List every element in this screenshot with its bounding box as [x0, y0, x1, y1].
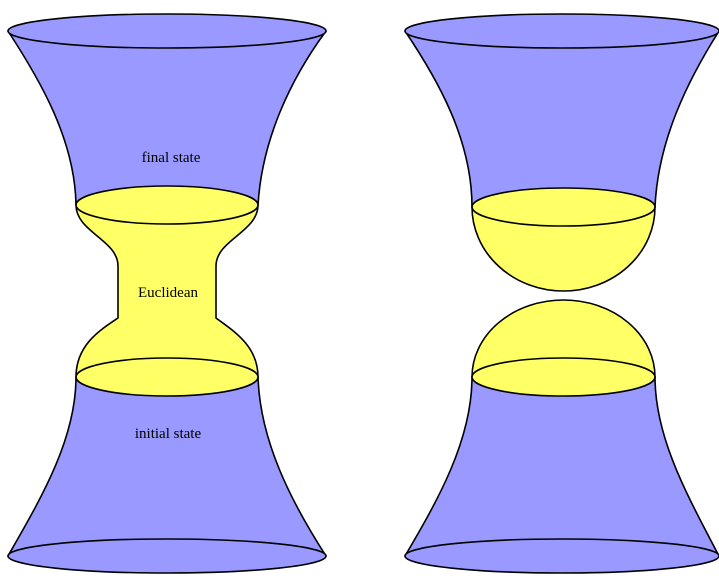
right-lower-cap-ellipse	[471, 357, 656, 397]
right-lower-hemisphere-cap	[471, 206, 656, 292]
right-bottom-rim	[404, 538, 719, 574]
left-top-rim	[7, 13, 327, 49]
right-upper-hemisphere-cap	[471, 299, 656, 378]
right-top-rim	[404, 13, 719, 49]
initial-state-label: initial state	[135, 426, 202, 442]
left-upper-neck-ellipse	[75, 185, 259, 225]
right-upper-cap-ellipse	[471, 187, 656, 227]
left-figure-connected-geometry: final state Euclidean initial state	[7, 13, 327, 574]
right-figure-disconnected-geometry	[404, 13, 719, 574]
left-bottom-rim	[7, 538, 327, 574]
euclidean-label: Euclidean	[138, 285, 198, 301]
final-state-label: final state	[142, 150, 201, 166]
left-final-state-funnel	[7, 30, 327, 206]
left-initial-state-funnel	[7, 376, 327, 557]
left-lower-neck-ellipse	[75, 357, 259, 397]
right-final-state-funnel	[404, 30, 719, 208]
right-initial-state-funnel	[404, 376, 719, 557]
